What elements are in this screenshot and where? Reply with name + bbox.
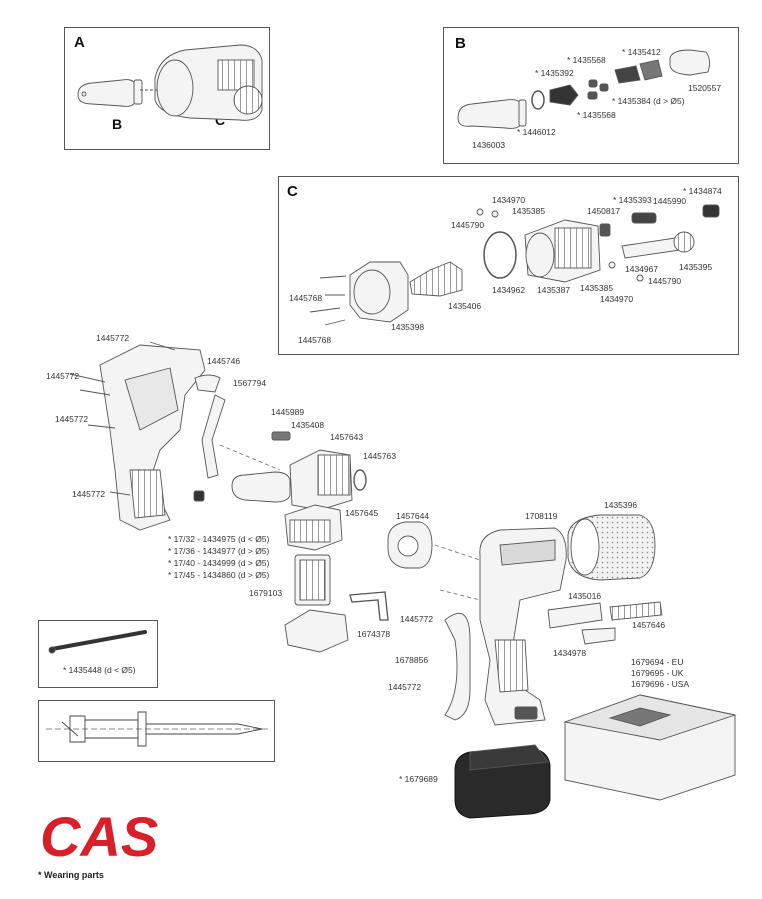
panel-c-parts [309, 204, 720, 326]
front-shroud [567, 514, 656, 581]
part-label: 1445768 [298, 335, 332, 345]
part-label: * 1434874 [683, 186, 722, 196]
part-label: 1457645 [345, 508, 379, 518]
part-label: 1434962 [492, 285, 526, 295]
part-label: * 1435412 [622, 47, 661, 57]
part-label: 1457644 [396, 511, 430, 521]
part-label: * 1435393 [613, 195, 652, 205]
guide-lines [219, 444, 481, 601]
housing-half [69, 341, 226, 531]
part-label: 1445768 [289, 293, 323, 303]
part-label: * 1435384 (d > Ø5) [612, 96, 685, 106]
part-label: 1567794 [233, 378, 267, 388]
part-label: * 1446012 [517, 127, 556, 137]
part-label: 1435406 [448, 301, 482, 311]
part-label: 1457643 [330, 432, 364, 442]
part-label: 1435385 [580, 283, 614, 293]
part-label: 1445772 [96, 333, 130, 343]
part-label: * 1435568 [577, 110, 616, 120]
part-label: * 1679689 [399, 774, 438, 784]
part-label: 1445746 [207, 356, 241, 366]
wearing-parts-footnote: * Wearing parts [38, 870, 104, 880]
part-label: 1679694 - EU [631, 657, 684, 667]
part-label: 1435016 [568, 591, 602, 601]
part-label: 1436003 [472, 140, 506, 150]
part-label: 1435398 [391, 322, 425, 332]
part-label: * 1435568 [567, 55, 606, 65]
main-housing [479, 527, 567, 726]
part-label: 1434967 [625, 264, 659, 274]
part-label: 1445772 [55, 414, 89, 424]
side-parts [547, 601, 663, 645]
panel-b-letter: B [455, 35, 466, 52]
circuit-board [284, 554, 389, 653]
cas-logo: CAS [40, 806, 158, 862]
part-label: 1457646 [632, 620, 666, 630]
side-cover [444, 612, 471, 721]
panel-a-nosepiece [77, 79, 143, 107]
part-label: 1445790 [648, 276, 682, 286]
charger [563, 694, 737, 801]
panel-c [278, 176, 739, 355]
part-label: 1445772 [46, 371, 80, 381]
panel-b-parts [457, 49, 711, 129]
part-label: 1679695 - UK [631, 668, 684, 678]
nosepiece-note: * 17/36 - 1434977 (d > Ø5) [168, 546, 270, 556]
nosepiece-note: * 17/45 - 1434860 (d > Ø5) [168, 570, 270, 580]
part-label: 1450817 [587, 206, 621, 216]
mandrel-label: * 1435448 (d < Ø5) [63, 665, 136, 675]
panel-a-label-c: C [215, 112, 226, 128]
part-label: 1435408 [291, 420, 325, 430]
part-label: 1445989 [271, 407, 305, 417]
nosepiece-note: * 17/40 - 1434999 (d > Ø5) [168, 558, 270, 568]
part-label: 1679103 [249, 588, 283, 598]
mandrel [48, 630, 147, 654]
part-label: 1435396 [604, 500, 638, 510]
panel-a-label-b: B [112, 116, 123, 132]
part-label: 1434978 [553, 648, 587, 658]
part-label: 1435387 [537, 285, 571, 295]
part-label: 1445772 [400, 614, 434, 624]
part-label: 1445990 [653, 196, 687, 206]
ring-part [387, 521, 433, 569]
battery [454, 744, 551, 819]
part-label: 1679696 - USA [631, 679, 690, 689]
part-label: 1445772 [72, 489, 106, 499]
part-label: 1434970 [492, 195, 526, 205]
logo-wordmark: CAS [40, 806, 158, 862]
nosepiece-note: * 17/32 - 1434975 (d < Ø5) [168, 534, 270, 544]
panel-a-letter: A [74, 34, 85, 51]
rivet [46, 711, 270, 747]
head-assembly [193, 431, 367, 511]
part-label: 1435385 [512, 206, 546, 216]
panel-a-head [140, 44, 263, 121]
part-label: 1678856 [395, 655, 429, 665]
rivet-box [38, 700, 275, 762]
part-label: 1520557 [688, 83, 722, 93]
part-label: 1674378 [357, 629, 391, 639]
part-label: 1445763 [363, 451, 397, 461]
part-label: 1434970 [600, 294, 634, 304]
part-label: 1708119 [525, 511, 558, 521]
part-label: 1435395 [679, 262, 713, 272]
part-label: * 1435392 [535, 68, 574, 78]
part-label: 1445790 [451, 220, 485, 230]
motor [284, 504, 343, 551]
part-label: 1445772 [388, 682, 422, 692]
panel-c-letter: C [287, 183, 298, 200]
